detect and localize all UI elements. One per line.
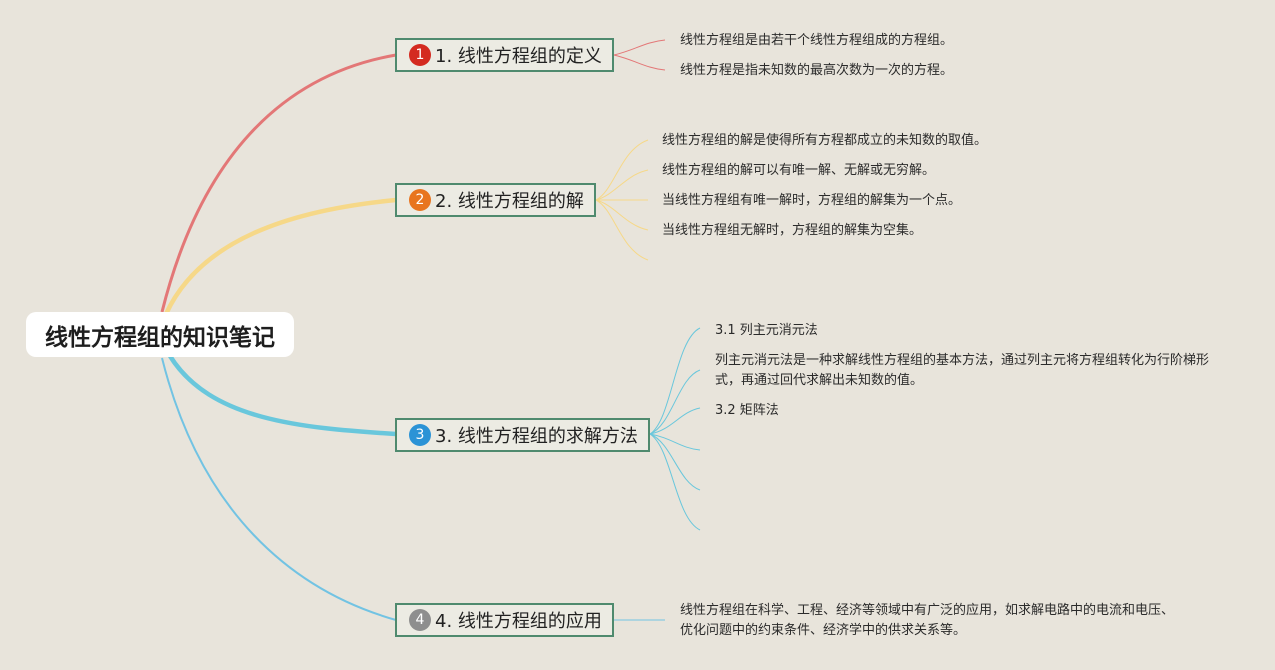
topic-methods[interactable]: 3 3. 线性方程组的求解方法 <box>395 418 650 452</box>
branch-line-1 <box>160 53 397 313</box>
number-2-badge-icon: 2 <box>409 189 431 211</box>
method-heading-1[interactable]: 3.1 列主元消元法 <box>715 323 818 338</box>
topic-definition[interactable]: 1 1. 线性方程组的定义 <box>395 38 614 72</box>
leaf-line-2-5 <box>595 199 649 261</box>
number-1-badge-icon: 1 <box>409 44 431 66</box>
topic-application-label: 4. 线性方程组的应用 <box>435 611 602 632</box>
leaf-line-3-1 <box>649 327 701 435</box>
definition-note-2[interactable]: 线性方程是指未知数的最高次数为一次的方程。 <box>680 63 954 78</box>
topic-solution-label: 2. 线性方程组的解 <box>435 191 584 212</box>
branch-line-4 <box>161 357 397 621</box>
method-heading-2[interactable]: 3.2 矩阵法 <box>715 403 779 418</box>
solution-note-2[interactable]: 线性方程组的解可以有唯一解、无解或无穷解。 <box>662 163 936 178</box>
leaf-line-2-4 <box>595 199 649 231</box>
branch-line-3 <box>168 354 397 437</box>
number-3-badge-icon: 3 <box>409 424 431 446</box>
leaf-line-2-1 <box>595 139 649 201</box>
root-topic[interactable]: 线性方程组的知识笔记 <box>26 312 294 357</box>
topic-application[interactable]: 4 4. 线性方程组的应用 <box>395 603 614 637</box>
root-topic-label: 线性方程组的知识笔记 <box>45 324 275 351</box>
method-note-1[interactable]: 列主元消元法是一种求解线性方程组的基本方法，通过列主元将方程组转化为行阶梯形式，… <box>715 353 1210 388</box>
leaf-line-1-1 <box>613 39 666 56</box>
solution-note-3[interactable]: 当线性方程组有唯一解时，方程组的解集为一个点。 <box>662 193 962 208</box>
leaf-line-3-4 <box>649 433 701 451</box>
leaf-line-1-2 <box>613 54 666 71</box>
topic-solution[interactable]: 2 2. 线性方程组的解 <box>395 183 596 217</box>
topic-methods-label: 3. 线性方程组的求解方法 <box>435 426 638 447</box>
topic-definition-label: 1. 线性方程组的定义 <box>435 46 602 67</box>
leaf-line-2-2 <box>595 169 649 201</box>
solution-note-4[interactable]: 当线性方程组无解时，方程组的解集为空集。 <box>662 223 923 238</box>
solution-note-1[interactable]: 线性方程组的解是使得所有方程都成立的未知数的取值。 <box>662 133 988 148</box>
leaf-line-3-5 <box>649 433 701 491</box>
number-4-badge-icon: 4 <box>409 609 431 631</box>
application-note-1[interactable]: 线性方程组在科学、工程、经济等领域中有广泛的应用，如求解电路中的电流和电压、优化… <box>680 603 1175 638</box>
leaf-line-3-3 <box>649 407 701 435</box>
branch-line-2 <box>163 197 397 315</box>
definition-note-1[interactable]: 线性方程组是由若干个线性方程组成的方程组。 <box>680 33 954 48</box>
leaf-line-3-2 <box>649 369 701 435</box>
leaf-line-3-6 <box>649 433 701 531</box>
